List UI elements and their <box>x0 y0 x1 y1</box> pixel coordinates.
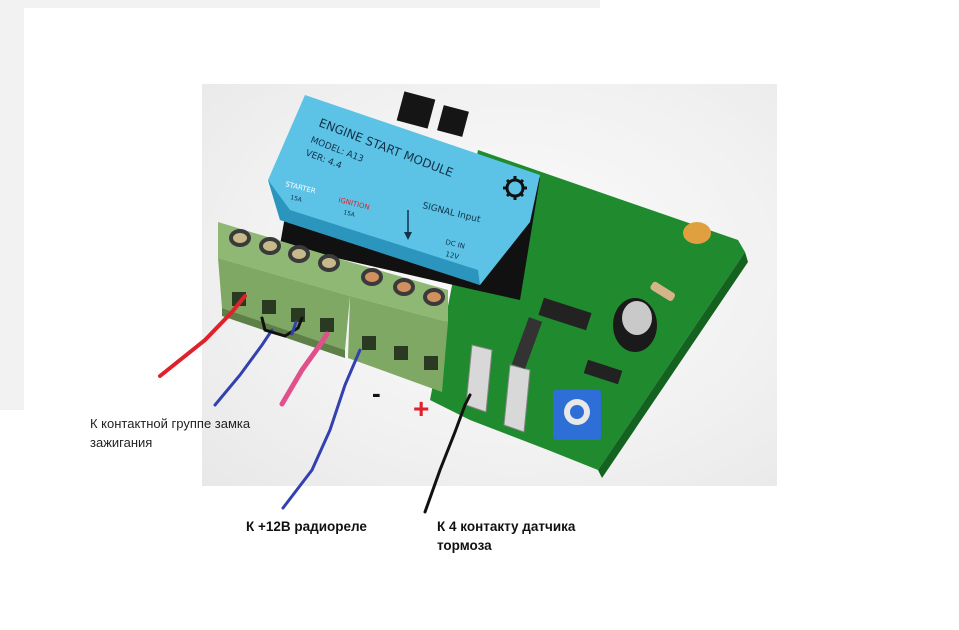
plus-mark: + <box>413 393 429 424</box>
gear-icon <box>503 176 527 200</box>
ignition-amp: 15A <box>343 209 357 219</box>
spade-connector-1 <box>465 344 493 413</box>
terminal-block-4pin <box>218 222 350 358</box>
terminal-block-3pin <box>348 262 448 392</box>
blue-wire-annotation-2 <box>281 348 362 510</box>
brake-caption: К 4 контакту датчика тормоза <box>437 519 576 553</box>
pin-header <box>538 297 623 385</box>
blue-wire-annotation-short <box>290 320 298 336</box>
relay-top <box>396 91 436 129</box>
black-wire-annotation-jumper <box>260 316 304 338</box>
red-wire-annotation <box>158 294 247 378</box>
background-strip-left <box>0 8 24 410</box>
spade-connector-2 <box>503 364 531 433</box>
relay-caption: К +12В радиореле <box>246 519 367 534</box>
blue-wire-annotation-1 <box>213 328 274 407</box>
black-wire-annotation-brake <box>423 393 472 514</box>
background-strip-top <box>0 0 600 8</box>
pink-wire-annotation <box>279 331 330 407</box>
ignition-caption: К контактной группе замка зажигания <box>90 416 251 450</box>
minus-mark: - <box>372 378 381 408</box>
dc-volt-label: 12V <box>445 250 460 261</box>
starter-amp: 15A <box>290 194 304 204</box>
ceramic-capacitor <box>683 222 711 244</box>
diode <box>650 281 676 301</box>
